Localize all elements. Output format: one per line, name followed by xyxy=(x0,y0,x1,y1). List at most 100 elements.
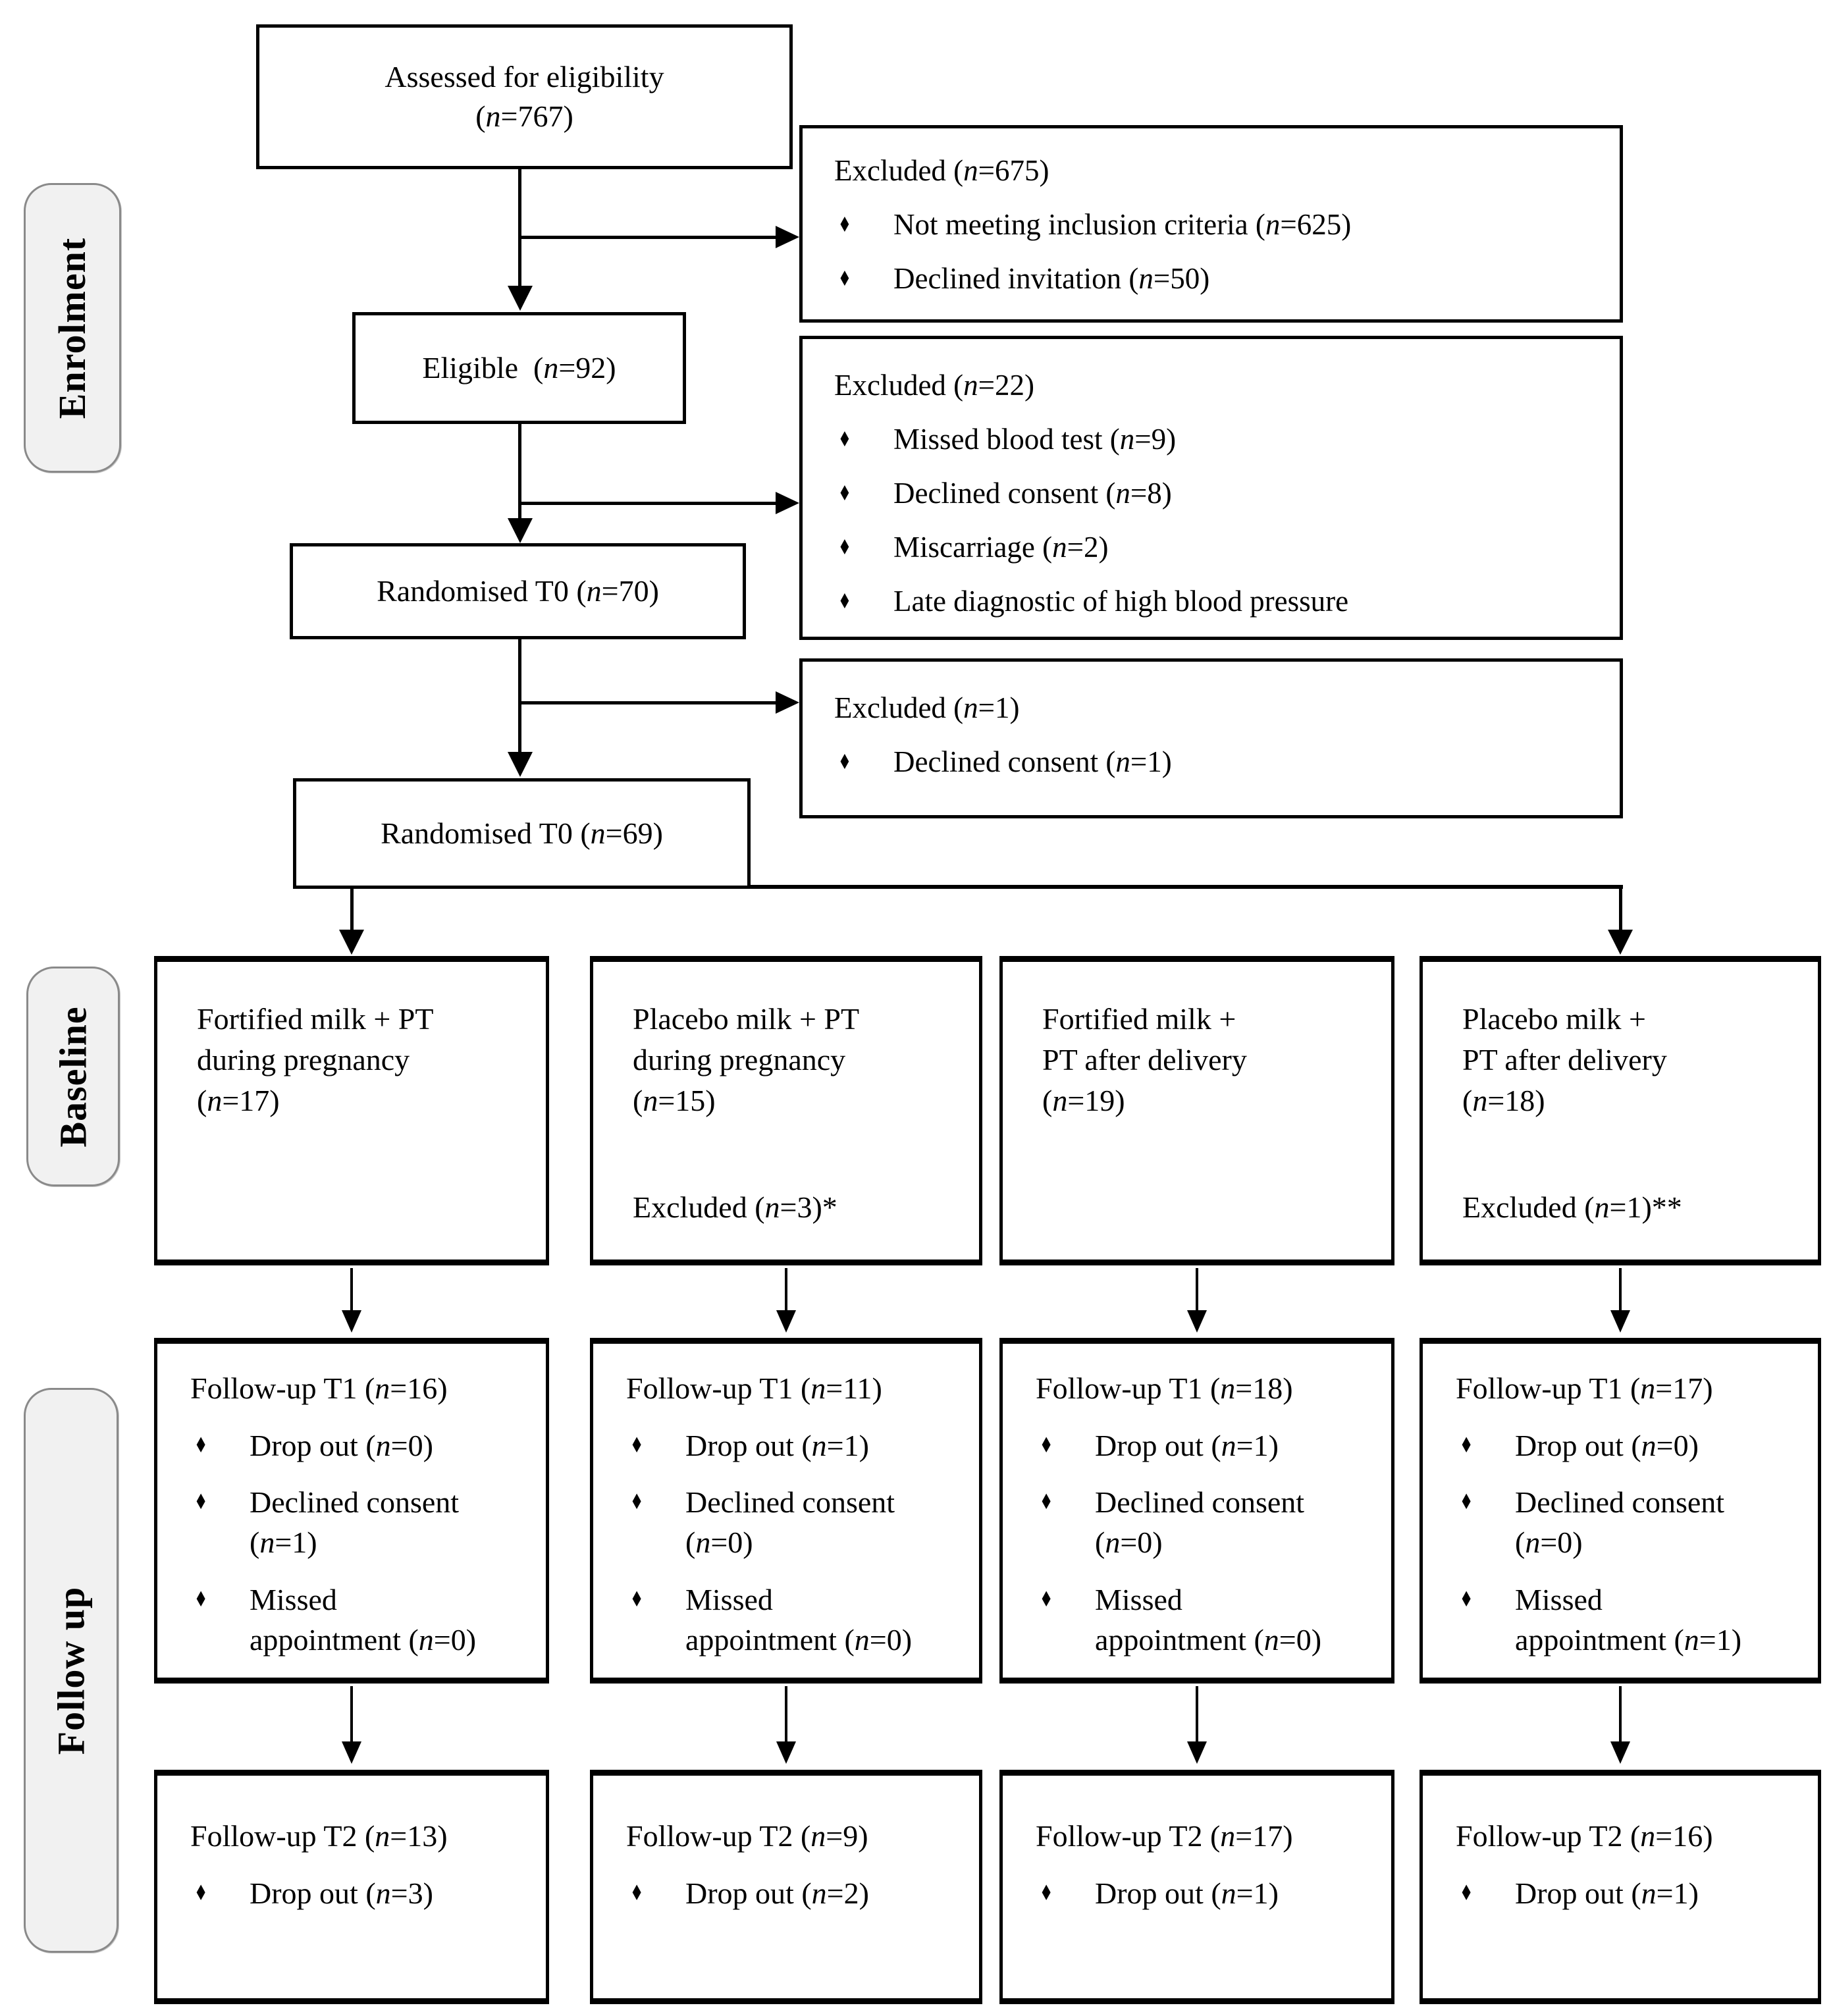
list-item: ♦ Drop out (n=3) xyxy=(190,1874,531,1914)
connector-line xyxy=(350,1268,353,1312)
t2-title: Follow-up T2 (n=13) xyxy=(190,1819,448,1853)
t1-reason: Declined consent(n=1) xyxy=(250,1485,460,1560)
t1-reason: Drop out (n=1) xyxy=(1095,1428,1279,1462)
diamond-bullet-icon: ♦ xyxy=(1039,1586,1053,1612)
connector-line xyxy=(520,502,777,505)
list-item: ♦ Declined consent(n=0) xyxy=(626,1483,965,1562)
diamond-bullet-icon: ♦ xyxy=(1459,1489,1473,1515)
excluded-22-reason: Declined consent (n=8) xyxy=(893,476,1172,510)
arrow-down-icon xyxy=(342,1310,361,1333)
list-item: ♦ Not meeting inclusion criteria (n=625) xyxy=(834,206,1600,244)
connector-line xyxy=(785,1268,787,1312)
arrow-down-icon xyxy=(1610,1310,1630,1333)
t1-title: Follow-up T1 (n=17) xyxy=(1456,1371,1713,1405)
connector-line xyxy=(520,701,777,704)
t2-title: Follow-up T2 (n=17) xyxy=(1036,1819,1293,1853)
list-item: ♦ Declined consent(n=0) xyxy=(1036,1483,1377,1562)
diamond-bullet-icon: ♦ xyxy=(194,1432,208,1458)
connector-line xyxy=(518,424,521,519)
followup-t2-box-3: Follow-up T2 (n=17) ♦ Drop out (n=1) xyxy=(999,1770,1394,2004)
t2-reason: Drop out (n=3) xyxy=(250,1876,433,1910)
excluded-675-reason: Not meeting inclusion criteria (n=625) xyxy=(893,207,1352,241)
list-item: ♦ Drop out (n=1) xyxy=(626,1426,965,1466)
list-item: ♦ Declined consent (n=1) xyxy=(834,743,1600,782)
diamond-bullet-icon: ♦ xyxy=(837,750,852,774)
arm-text: Placebo milk +PT after delivery(n=18) xyxy=(1462,1002,1667,1118)
diamond-bullet-icon: ♦ xyxy=(837,213,852,237)
diamond-bullet-icon: ♦ xyxy=(194,1586,208,1612)
t1-reason: Declined consent(n=0) xyxy=(685,1485,895,1560)
list-item: ♦ Late diagnostic of high blood pressure xyxy=(834,583,1600,621)
arrow-down-icon xyxy=(776,1741,796,1764)
followup-t2-box-2: Follow-up T2 (n=9) ♦ Drop out (n=2) xyxy=(590,1770,982,2004)
diamond-bullet-icon: ♦ xyxy=(837,427,852,452)
diamond-bullet-icon: ♦ xyxy=(837,267,852,291)
stage-label-enrolment: Enrolment xyxy=(24,183,121,473)
t1-reason: Drop out (n=0) xyxy=(1515,1428,1699,1462)
connector-line xyxy=(518,639,521,753)
randomised-t0-70-box: Randomised T0 (n=70) xyxy=(290,543,746,639)
arrow-down-icon xyxy=(508,752,533,777)
connector-line xyxy=(747,885,1623,889)
connector-line xyxy=(1619,889,1622,931)
followup-t1-box-1: Follow-up T1 (n=16) ♦ Drop out (n=0) ♦ D… xyxy=(154,1338,549,1684)
randomised-69-label: Randomised T0 (n=69) xyxy=(381,816,663,851)
t2-title: Follow-up T2 (n=16) xyxy=(1456,1819,1713,1853)
t2-title: Follow-up T2 (n=9) xyxy=(626,1819,868,1853)
assessed-line2: (n=767) xyxy=(475,99,573,133)
followup-t1-box-4: Follow-up T1 (n=17) ♦ Drop out (n=0) ♦ D… xyxy=(1420,1338,1821,1684)
excluded-675-box: Excluded (n=675) ♦ Not meeting inclusion… xyxy=(799,125,1623,323)
stage-label-followup-text: Follow up xyxy=(49,1586,93,1755)
diamond-bullet-icon: ♦ xyxy=(629,1586,644,1612)
diamond-bullet-icon: ♦ xyxy=(1039,1489,1053,1515)
excluded-1-title: Excluded (n=1) xyxy=(834,691,1020,724)
list-item: ♦ Missed blood test (n=9) xyxy=(834,421,1600,459)
excluded-1-reason: Declined consent (n=1) xyxy=(893,745,1172,778)
connector-line xyxy=(1196,1268,1198,1312)
t1-title: Follow-up T1 (n=18) xyxy=(1036,1371,1293,1405)
list-item: ♦ Drop out (n=0) xyxy=(1456,1426,1803,1466)
followup-t2-box-1: Follow-up T2 (n=13) ♦ Drop out (n=3) xyxy=(154,1770,549,2004)
diamond-bullet-icon: ♦ xyxy=(837,481,852,506)
excluded-22-reason: Miscarriage (n=2) xyxy=(893,531,1109,564)
list-item: ♦ Miscarriage (n=2) xyxy=(834,529,1600,567)
arrow-down-icon xyxy=(508,518,533,543)
diamond-bullet-icon: ♦ xyxy=(1459,1432,1473,1458)
connector-line xyxy=(1196,1686,1198,1743)
list-item: ♦ Declined consent(n=0) xyxy=(1456,1483,1803,1562)
arrow-right-icon xyxy=(776,226,799,248)
list-item: ♦ Declined consent(n=1) xyxy=(190,1483,531,1562)
connector-line xyxy=(350,1686,353,1743)
followup-t1-box-2: Follow-up T1 (n=11) ♦ Drop out (n=1) ♦ D… xyxy=(590,1338,982,1684)
arrow-down-icon xyxy=(1610,1741,1630,1764)
list-item: ♦ Declined consent (n=8) xyxy=(834,475,1600,513)
diamond-bullet-icon: ♦ xyxy=(1459,1880,1473,1905)
t2-reason: Drop out (n=1) xyxy=(1095,1876,1279,1910)
stage-label-enrolment-text: Enrolment xyxy=(51,237,94,419)
randomised-70-label: Randomised T0 (n=70) xyxy=(377,574,659,608)
t1-title: Follow-up T1 (n=16) xyxy=(190,1371,448,1405)
diamond-bullet-icon: ♦ xyxy=(194,1880,208,1905)
excluded-1-box: Excluded (n=1) ♦ Declined consent (n=1) xyxy=(799,658,1623,818)
arrow-down-icon xyxy=(1187,1310,1207,1333)
diamond-bullet-icon: ♦ xyxy=(1039,1432,1053,1458)
diamond-bullet-icon: ♦ xyxy=(1459,1586,1473,1612)
stage-label-followup: Follow up xyxy=(24,1388,119,1953)
eligible-box: Eligible (n=92) xyxy=(352,312,686,424)
t1-reason: Declined consent(n=0) xyxy=(1095,1485,1305,1560)
list-item: ♦ Drop out (n=1) xyxy=(1036,1426,1377,1466)
arrow-down-icon xyxy=(1187,1741,1207,1764)
connector-line xyxy=(350,889,354,931)
excluded-22-title: Excluded (n=22) xyxy=(834,369,1035,402)
arm-text: Fortified milk +PT after delivery(n=19) xyxy=(1042,1002,1247,1118)
stage-label-baseline: Baseline xyxy=(26,967,120,1186)
